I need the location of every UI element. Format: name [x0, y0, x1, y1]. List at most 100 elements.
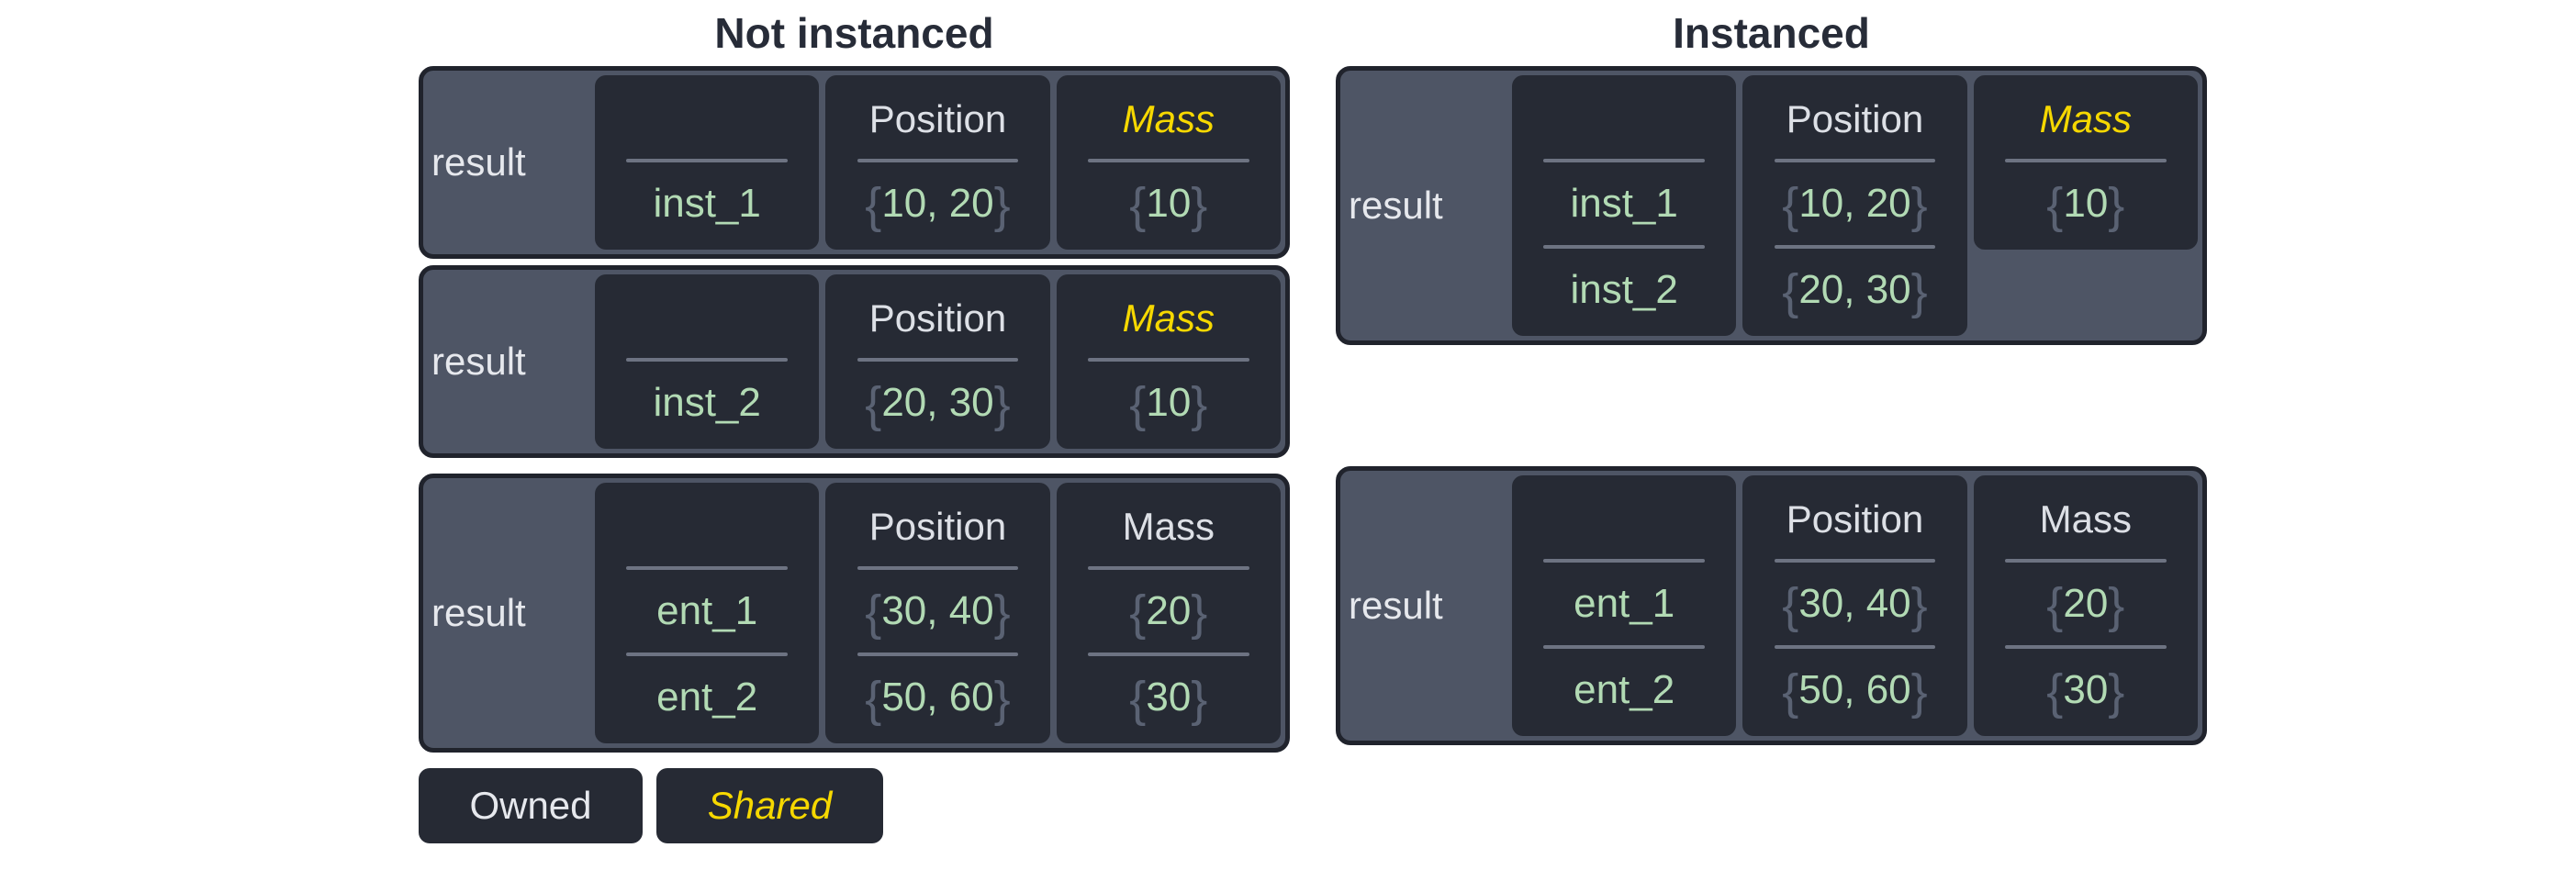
open-brace: { — [1782, 664, 1799, 719]
open-brace: { — [865, 178, 882, 233]
position-value: {50, 60} — [825, 656, 1049, 739]
entity-name: inst_1 — [653, 181, 761, 226]
legend-owned: Owned — [419, 768, 643, 843]
mass-numbers: 10 — [2063, 181, 2109, 226]
position-column: Position {30, 40} {50, 60} — [825, 483, 1050, 743]
row-divider — [626, 566, 789, 570]
mass-numbers: 30 — [1146, 675, 1192, 719]
mass-header-shared: Mass — [1122, 296, 1215, 340]
entity-header-spacer — [1512, 80, 1736, 159]
mass-value: {10} — [1974, 162, 2198, 245]
position-value: {30, 40} — [825, 570, 1049, 652]
mass-value: {20} — [1057, 570, 1281, 652]
position-numbers: 30, 40 — [1798, 581, 1911, 626]
entity-header-spacer — [595, 487, 819, 566]
position-value: {30, 40} — [1742, 563, 1966, 645]
open-brace: { — [1129, 377, 1147, 432]
entity-column: inst_2 — [595, 274, 820, 449]
cells: inst_1 Position {10, 20} Mass {10} — [595, 75, 1281, 250]
row-divider — [1543, 645, 1706, 649]
open-brace: { — [2046, 578, 2064, 633]
entity-column: ent_1 ent_2 — [1512, 475, 1737, 736]
position-numbers: 50, 60 — [1798, 667, 1911, 712]
cells: inst_1 inst_2 Position {10, 20} {20, 30}… — [1512, 75, 2198, 336]
close-brace: } — [1191, 586, 1208, 641]
open-brace: { — [865, 377, 882, 432]
column-not-instanced: Not instanced result inst_1 Position {10… — [419, 0, 1290, 843]
row-divider — [1087, 566, 1249, 570]
position-numbers: 50, 60 — [881, 675, 994, 719]
position-value: {20, 30} — [1742, 249, 1966, 331]
position-header: Position — [868, 296, 1007, 340]
row-divider — [1774, 159, 1936, 162]
open-brace: { — [1782, 264, 1799, 319]
result-box-instanced-1: result inst_1 inst_2 Position {10, 20} {… — [1336, 66, 2207, 345]
mass-value: {30} — [1057, 656, 1281, 739]
result-label: result — [431, 591, 526, 634]
open-brace: { — [865, 586, 882, 641]
mass-header-shared: Mass — [2039, 97, 2132, 140]
title-instanced: Instanced — [1673, 9, 1870, 57]
entity-column: inst_1 — [595, 75, 820, 250]
close-brace: } — [2108, 664, 2125, 719]
row-divider — [1087, 358, 1249, 362]
entity-name: ent_2 — [656, 675, 758, 719]
column-instanced: Instanced result inst_1 inst_2 Position … — [1336, 0, 2207, 745]
position-column: Position {10, 20} {20, 30} — [1742, 75, 1967, 336]
result-label: result — [431, 340, 526, 383]
mass-column: Mass {20} {30} — [1056, 483, 1281, 743]
mass-column: Mass {10} — [1056, 75, 1281, 250]
row-divider — [1087, 159, 1249, 162]
position-numbers: 30, 40 — [881, 588, 994, 633]
row-divider — [857, 566, 1019, 570]
close-brace: } — [993, 178, 1011, 233]
close-brace: } — [1910, 664, 1928, 719]
entity-name: inst_2 — [653, 380, 761, 425]
result-label: result — [1349, 584, 1443, 627]
row-divider — [2004, 159, 2167, 162]
close-brace: } — [993, 586, 1011, 641]
row-divider — [1087, 652, 1249, 656]
open-brace: { — [1782, 178, 1799, 233]
row-divider — [1774, 245, 1936, 249]
row-divider — [626, 358, 789, 362]
row-divider — [857, 652, 1019, 656]
title-not-instanced: Not instanced — [714, 9, 994, 57]
open-brace: { — [2046, 664, 2064, 719]
open-brace: { — [1129, 672, 1147, 727]
cells: ent_1 ent_2 Position {30, 40} {50, 60} M… — [1512, 475, 2198, 736]
open-brace: { — [865, 672, 882, 727]
row-divider — [1774, 559, 1936, 563]
close-brace: } — [2108, 578, 2125, 633]
row-divider — [857, 159, 1019, 162]
close-brace: } — [1910, 264, 1928, 319]
position-numbers: 20, 30 — [1798, 267, 1911, 312]
row-divider — [2004, 559, 2167, 563]
position-header: Position — [1786, 97, 1924, 140]
entity-name: ent_1 — [1574, 581, 1675, 626]
position-column: Position {20, 30} — [825, 274, 1050, 449]
entity-column: ent_1 ent_2 — [595, 483, 820, 743]
open-brace: { — [1129, 586, 1147, 641]
legend-owned-label: Owned — [469, 784, 592, 827]
mass-header-shared: Mass — [1122, 97, 1215, 140]
result-box-not-instanced-2: result inst_2 Position {20, 30} Mass {10… — [419, 265, 1290, 458]
open-brace: { — [1782, 578, 1799, 633]
mass-column-shared-short: Mass {10} — [1973, 75, 2198, 250]
legend-shared-label: Shared — [707, 784, 833, 827]
position-numbers: 10, 20 — [881, 181, 994, 226]
entity-header-spacer — [1512, 480, 1736, 559]
row-divider — [1774, 645, 1936, 649]
entity-name: ent_2 — [1574, 667, 1675, 712]
row-divider — [857, 358, 1019, 362]
position-column: Position {10, 20} — [825, 75, 1050, 250]
result-label: result — [1349, 184, 1443, 227]
entity-header-spacer — [595, 80, 819, 159]
position-value: {10, 20} — [1742, 162, 1966, 245]
close-brace: } — [1910, 178, 1928, 233]
position-value: {50, 60} — [1742, 649, 1966, 731]
position-numbers: 20, 30 — [881, 380, 994, 425]
mass-numbers: 20 — [1146, 588, 1192, 633]
close-brace: } — [993, 377, 1011, 432]
